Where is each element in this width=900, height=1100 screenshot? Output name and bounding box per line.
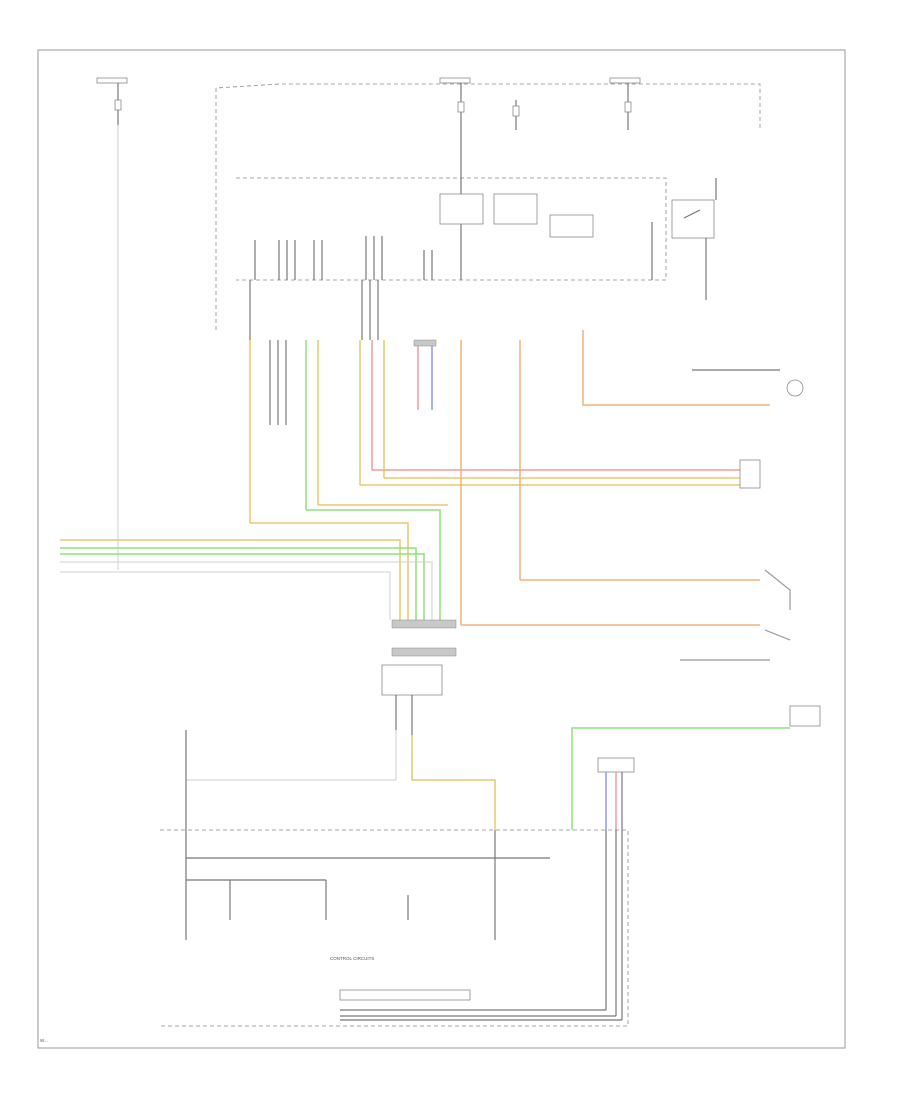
harness-left-column: [249, 280, 750, 620]
color-pair-connector: [413, 339, 437, 410]
diagram-frame: [37, 49, 846, 1049]
internal-relays: [439, 178, 717, 300]
right-components: [571, 379, 821, 830]
left-harness-bus: [60, 539, 433, 620]
central-junction: [186, 619, 496, 830]
control-box-pins: [254, 236, 433, 280]
control-circuits-label: CONTROL CIRCUITS: [330, 956, 374, 961]
fuse-group: [96, 77, 641, 280]
fuse-box-outline: [215, 83, 761, 330]
orange-circuit: [460, 330, 780, 626]
rear-connector: [597, 757, 635, 830]
bottom-control-module: CONTROL CIRCUITS: [160, 730, 629, 1027]
footer-code: W...: [40, 1038, 48, 1043]
